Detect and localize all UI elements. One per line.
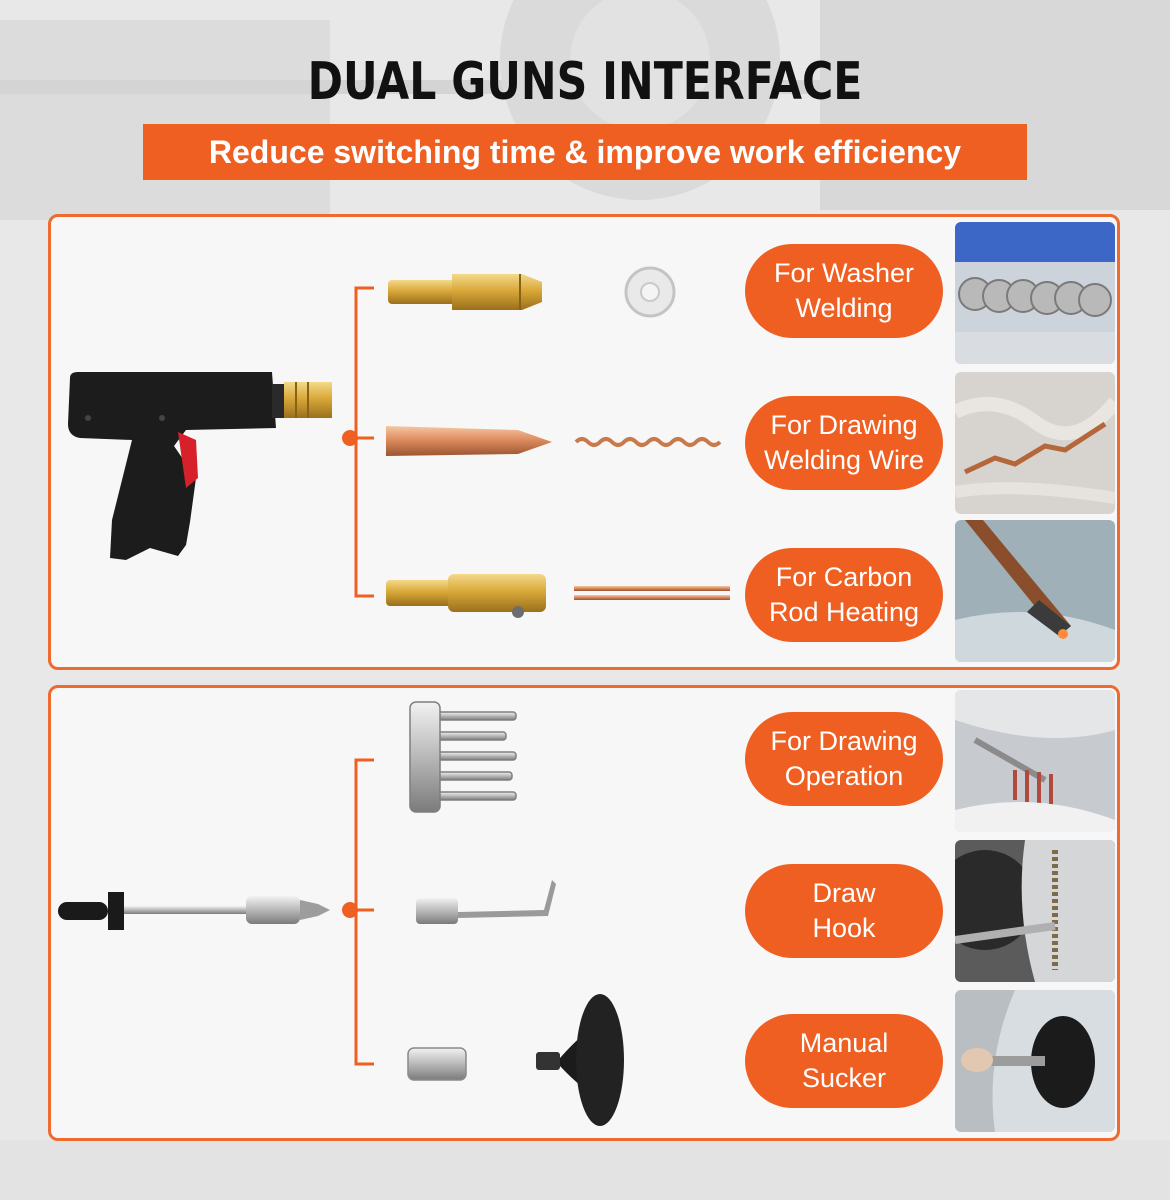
washer-welding-photo xyxy=(955,222,1115,364)
carbon-rod-label: For Carbon Rod Heating xyxy=(745,548,943,642)
draw-hook-photo xyxy=(955,840,1115,982)
drawing-wire-label: For Drawing Welding Wire xyxy=(745,396,943,490)
subtitle-banner: Reduce switching time & improve work eff… xyxy=(143,124,1027,180)
manual-sucker-label: Manual Sucker xyxy=(745,1014,943,1108)
page-title: DUAL GUNS INTERFACE xyxy=(307,52,863,112)
washer-welding-label: For Washer Welding xyxy=(745,244,943,338)
drawing-operation-photo xyxy=(955,690,1115,832)
manual-sucker-photo xyxy=(955,990,1115,1132)
drawing-wire-photo xyxy=(955,372,1115,514)
drawing-operation-label: For Drawing Operation xyxy=(745,712,943,806)
carbon-rod-photo xyxy=(955,520,1115,662)
draw-hook-label: Draw Hook xyxy=(745,864,943,958)
